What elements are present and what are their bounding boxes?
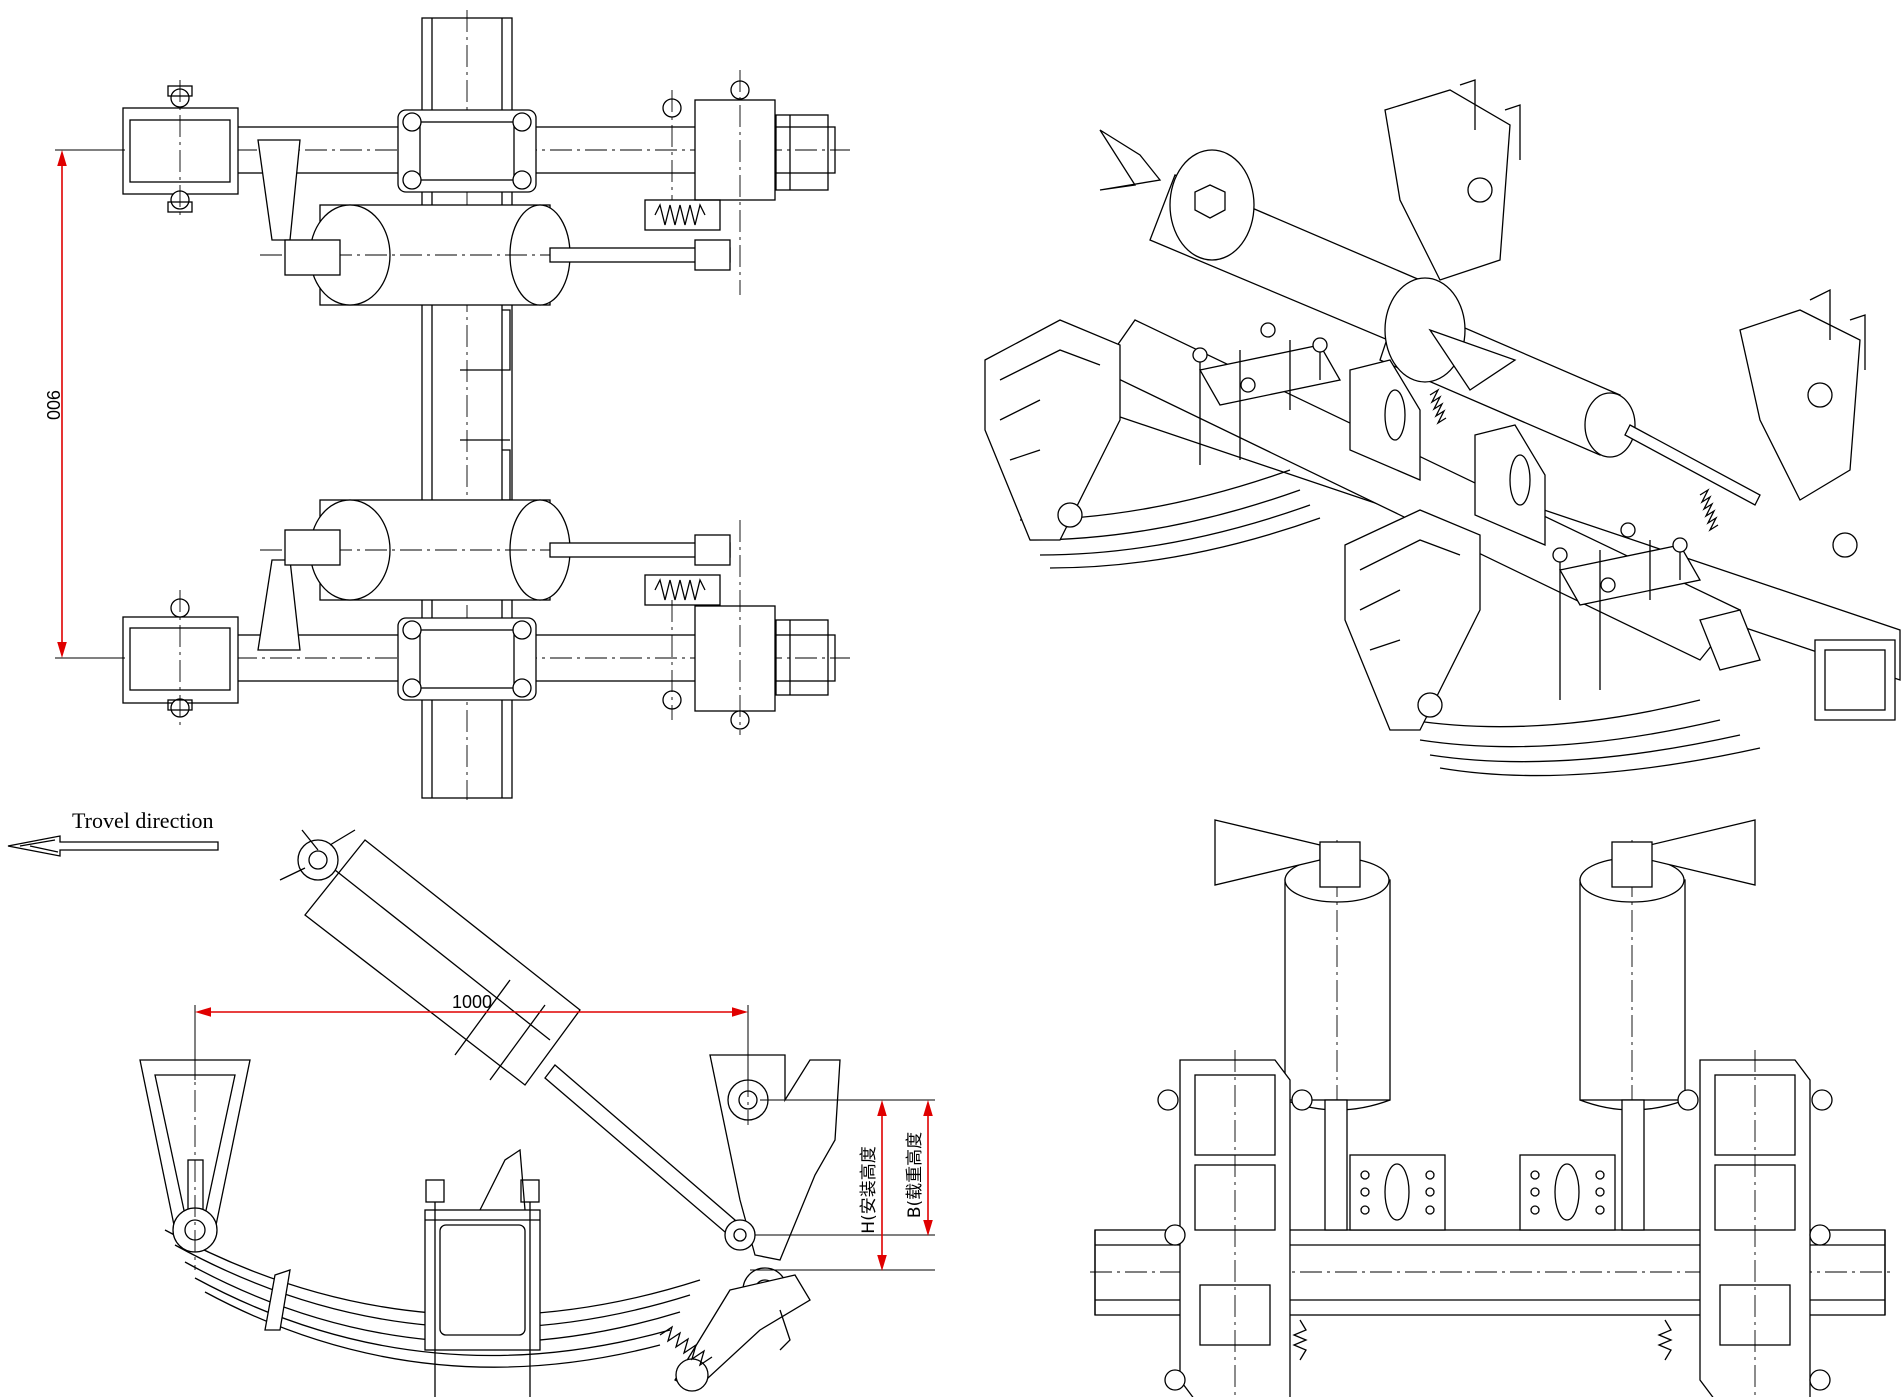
side-view: 1000 H(安装高度 B(载重高度 — [139, 829, 935, 1397]
install-height-label: H(安装高度 — [859, 1146, 879, 1233]
plan-view: 900 — [43, 10, 850, 800]
travel-direction: Trovel direction — [7, 808, 219, 857]
front-view — [1090, 819, 1890, 1397]
isometric-view — [984, 79, 1901, 777]
travel-direction-label: Trovel direction — [72, 808, 214, 833]
dimension-900: 900 — [43, 390, 63, 420]
load-height-label: B(载重高度 — [905, 1132, 925, 1218]
dimension-1000: 1000 — [452, 992, 492, 1012]
